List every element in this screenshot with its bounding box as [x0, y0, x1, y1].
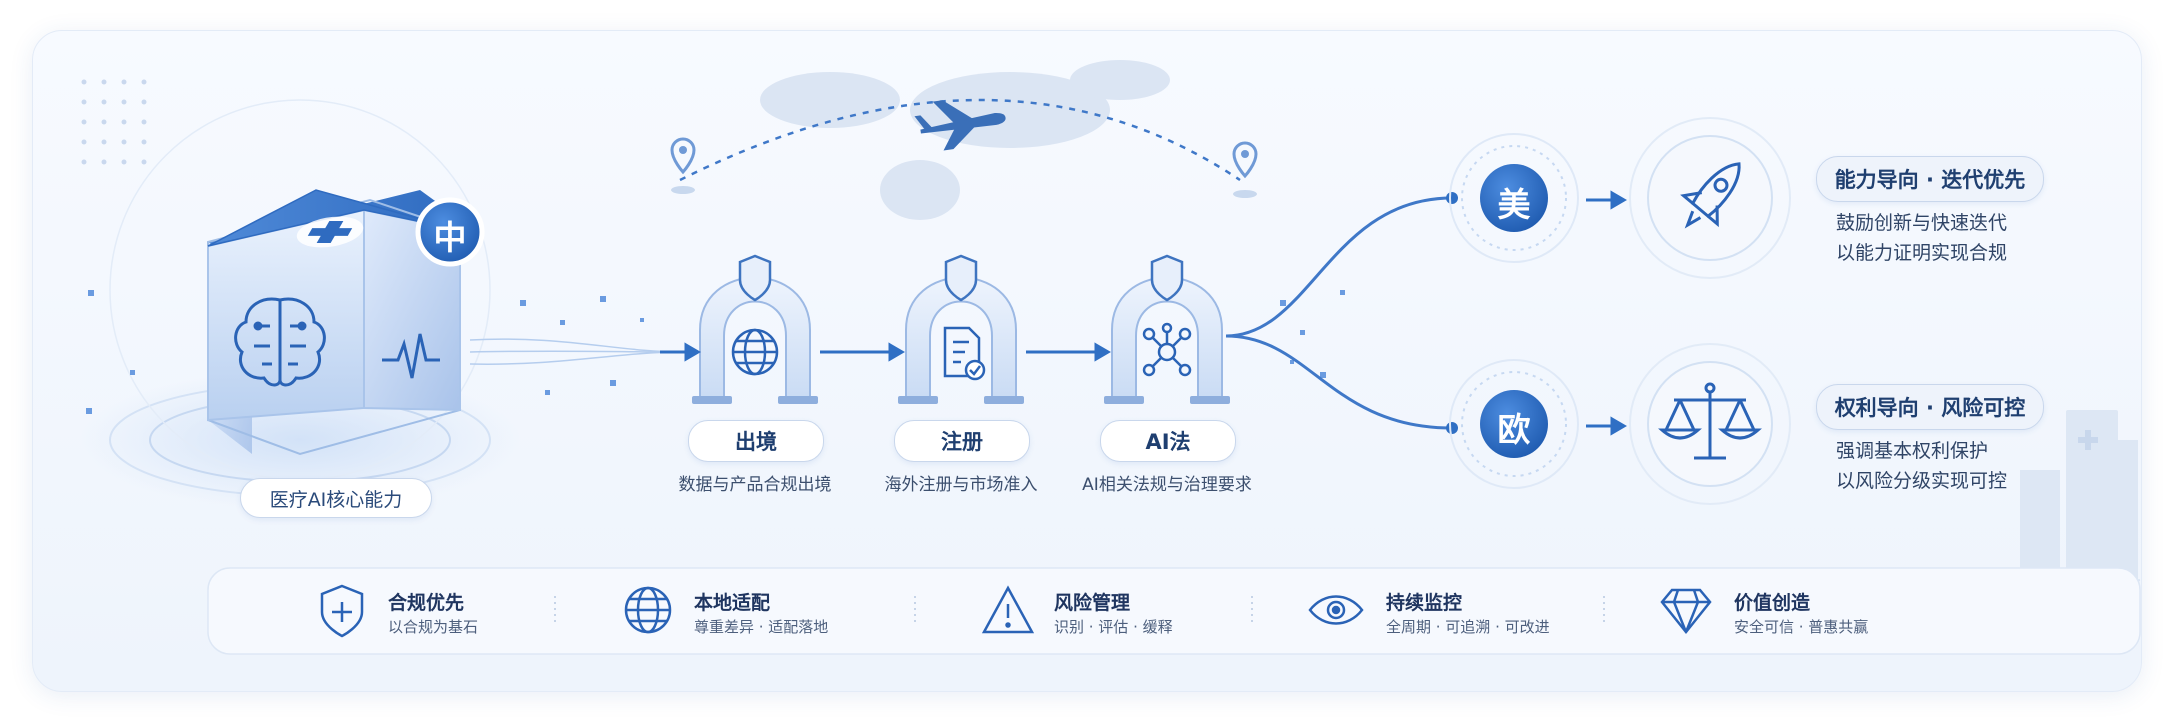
us-badge: [1449, 133, 1579, 263]
document-check-icon: [943, 326, 986, 381]
stage-registration-subtitle: 海外注册与市场准入: [884, 475, 1038, 495]
eu-badge: [1449, 359, 1579, 489]
eu-approach-line2: 以风险分级实现可控: [1836, 470, 2008, 492]
eu-approach-line1: 强调基本权利保护: [1836, 440, 1989, 462]
principle-value-subtitle: 安全可信 · 普惠共赢: [1734, 618, 1869, 636]
location-pin-right-icon: [1232, 141, 1258, 198]
branch-lines: [1225, 196, 1453, 430]
us-badge-label: 美: [1497, 185, 1531, 224]
us-approach-line1: 鼓励创新与快速迭代: [1836, 212, 2008, 234]
principle-localization-subtitle: 尊重差异 · 适配落地: [694, 618, 829, 636]
us-approach-line2: 以能力证明实现合规: [1836, 242, 2008, 264]
core-capability-label: 医疗AI核心能力: [240, 478, 432, 518]
gate-arch-2: [898, 254, 1024, 404]
principle-risk-title: 风险管理: [1054, 592, 1131, 614]
china-badge: [415, 197, 485, 267]
us-approach-title: 能力导向 · 迭代优先: [1816, 156, 2044, 202]
stage-ai-law-subtitle: AI相关法规与治理要求: [1082, 475, 1252, 495]
airplane-icon: [914, 100, 1006, 151]
eu-approach-title: 权利导向 · 风险可控: [1816, 384, 2044, 430]
hospital-skyline-decoration: [2020, 410, 2138, 590]
eu-badge-label: 欧: [1497, 410, 1531, 449]
principle-localization-title: 本地适配: [694, 592, 771, 614]
stage-exit-subtitle: 数据与产品合规出境: [678, 475, 832, 495]
diamond-icon: [1660, 588, 1712, 635]
flight-path: [679, 98, 1241, 182]
gate-arch-3: [1104, 254, 1230, 404]
globe-icon: [624, 586, 672, 634]
world-map-decoration: [760, 60, 1170, 220]
data-particles: [86, 290, 1345, 414]
principle-monitoring-title: 持续监控: [1386, 592, 1463, 614]
principles-bar: [207, 567, 2141, 655]
stage-exit-label: 出境: [688, 420, 824, 462]
heartbeat-icon: [382, 333, 440, 379]
dot-grid-decoration: [81, 79, 147, 165]
eye-icon: [1308, 595, 1364, 625]
warning-icon: [981, 585, 1035, 634]
china-badge-label: 中: [433, 218, 467, 257]
medical-cross-icon: [296, 216, 364, 248]
data-stream: [469, 338, 681, 365]
principle-compliance-subtitle: 以合规为基石: [388, 618, 479, 636]
stage-registration-label: 注册: [894, 420, 1030, 462]
stage-ai-law-label: AI法: [1100, 420, 1236, 462]
principle-monitoring-subtitle: 全周期 · 可追溯 · 可改进: [1386, 618, 1550, 636]
scales-icon: [1658, 382, 1762, 460]
rocket-icon: [1680, 162, 1741, 229]
principle-value-title: 价值创造: [1734, 592, 1811, 614]
shield-plus-icon: [320, 584, 364, 638]
brain-circuit-icon: [234, 297, 326, 387]
network-icon: [1142, 322, 1192, 377]
principle-compliance-title: 合规优先: [388, 592, 465, 614]
location-pin-left-icon: [670, 137, 696, 194]
globe-icon: [731, 328, 779, 376]
gate-arch-1: [692, 254, 818, 404]
rocket-medallion: [1629, 117, 1791, 279]
flow-arrows: [660, 342, 1111, 362]
principle-risk-subtitle: 识别 · 评估 · 缓释: [1054, 618, 1173, 636]
